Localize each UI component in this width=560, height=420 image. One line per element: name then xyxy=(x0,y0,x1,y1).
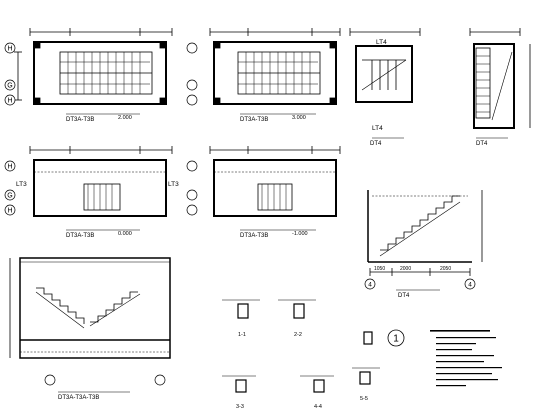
detail-1-label: 1-1 xyxy=(238,332,246,338)
plan-6-level: -1.000 xyxy=(292,231,308,237)
axis-label-4b: 4 xyxy=(468,282,472,289)
plan-2-title: DT3A-T3B xyxy=(240,117,268,123)
notes-block xyxy=(430,330,502,387)
axis-label-g1: G xyxy=(7,83,12,90)
plan-5-title: DT3A-T3B xyxy=(66,233,94,239)
callout-circle xyxy=(387,329,405,347)
axis-label-h4: H xyxy=(7,208,12,215)
section-stair-lower xyxy=(9,257,171,359)
section-dim-1: 1050 xyxy=(374,266,385,272)
stair-tag-lt3-b: LT3 xyxy=(168,181,179,188)
axis-bubbles-plan-1 xyxy=(4,42,16,106)
detail-sections xyxy=(235,303,373,393)
plan-stair-6 xyxy=(209,146,341,217)
axis-label-h1: H xyxy=(7,46,12,53)
plan-3-title: DT4 xyxy=(370,141,382,147)
plan-1-title: DT3A-T3B xyxy=(66,117,94,123)
section-dt4-title: DT4 xyxy=(398,293,410,299)
plan-stair-3 xyxy=(349,28,421,103)
stair-tag-lt3-a: LT3 xyxy=(16,181,27,188)
plan-stair-1 xyxy=(14,28,173,105)
stair-treads-1 xyxy=(67,52,141,94)
plan-1-level: 2.000 xyxy=(118,115,132,121)
section-dim-3: 2050 xyxy=(440,266,451,272)
plan-stair-2 xyxy=(209,28,341,105)
detail-2-label: 2-2 xyxy=(294,332,302,338)
plan-2-level: 3.000 xyxy=(292,115,306,121)
plan-stair-4 xyxy=(469,28,531,129)
axis-label-h2: H xyxy=(7,98,12,105)
detail-leaders xyxy=(222,299,380,377)
axis-label-h3: H xyxy=(7,164,12,171)
axis-label-g2: G xyxy=(7,193,12,200)
stair-tag-lt4-b: LT4 xyxy=(372,125,383,132)
section-stair-dt4 xyxy=(367,190,483,276)
axis-label-4a: 4 xyxy=(368,282,372,289)
plan-stair-5 xyxy=(29,146,173,217)
stair-tag-lt4-a: LT4 xyxy=(376,39,387,46)
section-dim-2: 2000 xyxy=(400,266,411,272)
section-lower-title: DT3A-T3A-T3B xyxy=(58,395,99,401)
detail-3-label: 3-3 xyxy=(236,404,244,410)
detail-4-label: 4-4 xyxy=(314,404,322,410)
detail-5-label: 5-5 xyxy=(360,396,368,402)
callout-number: 1 xyxy=(393,334,399,345)
plan-4-title: DT4 xyxy=(476,141,488,147)
plan-5-level: 0.000 xyxy=(118,231,132,237)
plan-6-title: DT3A-T3B xyxy=(240,233,268,239)
